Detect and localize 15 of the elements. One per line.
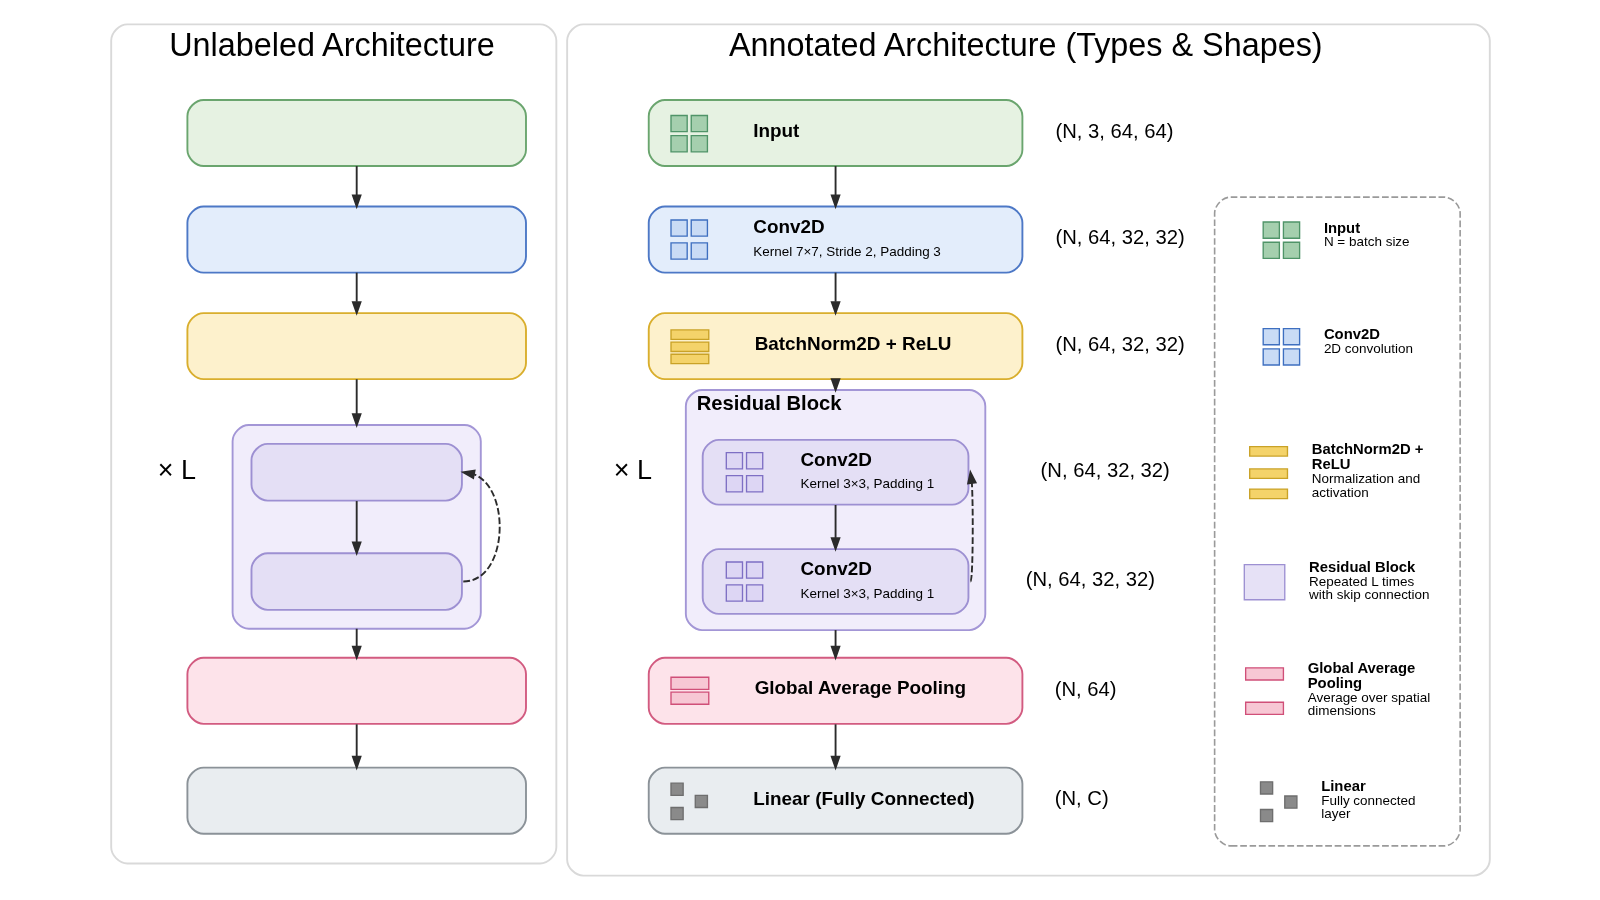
legend-label: Conv2D 2D convolution — [1323, 326, 1413, 356]
legend-label: Linear Fully connected layer — [1320, 778, 1416, 822]
legend-label: Residual Block Repeated L times with skip connection — [1308, 558, 1430, 603]
node-label: (N, 64, 32, 32) — [1025, 568, 1155, 591]
node-label: (N, 64, 32, 32) — [1040, 458, 1170, 481]
node-label: (N, 3, 64, 64) — [1054, 119, 1173, 142]
label: × L — [157, 455, 196, 485]
legend-label: Global Average Pooling Average over spatial dimensions — [1307, 659, 1430, 719]
label: × L — [613, 455, 652, 485]
node-label: (N, 64, 32, 32) — [1054, 332, 1185, 355]
legend-label: Input N = batch size — [1323, 219, 1410, 250]
node-label: (N, 64, 32, 32) — [1054, 226, 1185, 249]
node-label: (N, 64) — [1054, 677, 1117, 700]
legend-label: BatchNorm2D + ReLU Normalization and activation — [1311, 441, 1423, 500]
node-label: (N, C) — [1054, 787, 1109, 810]
